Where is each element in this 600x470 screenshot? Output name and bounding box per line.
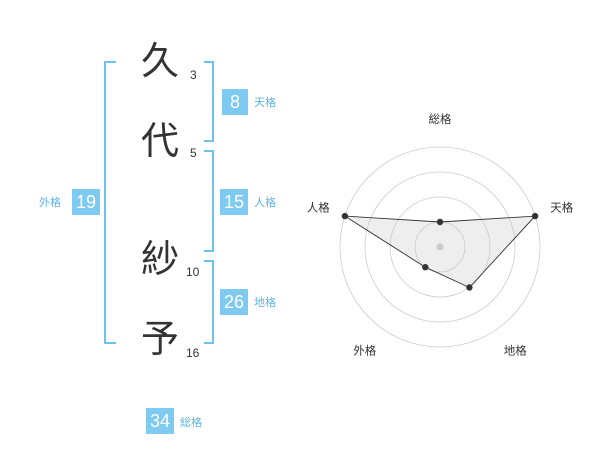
chikaku-value: 26 <box>220 289 248 315</box>
soukaku-label: 総格 <box>180 416 202 429</box>
tenkaku-value: 8 <box>222 89 248 115</box>
jinkaku-value: 15 <box>220 189 248 215</box>
chikaku-bracket <box>204 260 214 344</box>
radar-polygon <box>344 215 537 289</box>
gaikaku-bracket <box>104 61 116 344</box>
stroke-count-1: 3 <box>190 68 197 82</box>
stroke-count-3: 10 <box>186 265 200 279</box>
chikaku-label: 地格 <box>254 296 276 309</box>
jinkaku-bracket <box>204 150 214 252</box>
name-char-3: 紗 <box>141 237 180 281</box>
radar-point-5 <box>341 212 349 220</box>
name-char-4: 予 <box>141 317 180 361</box>
gaikaku-label: 外格 <box>39 196 61 209</box>
radar-axis-label-5: 人格 <box>307 200 330 214</box>
gaikaku-value: 19 <box>72 189 100 215</box>
stroke-count-2: 5 <box>190 146 197 160</box>
radar-ring-2 <box>389 196 491 298</box>
radar-center-dot <box>436 243 444 251</box>
stroke-count-4: 16 <box>186 346 200 360</box>
radar-point-4 <box>422 264 429 271</box>
radar-axis-label-3: 地格 <box>504 344 527 358</box>
radar-point-1 <box>436 218 444 226</box>
tenkaku-label: 天格 <box>254 96 276 109</box>
radar-point-3 <box>466 284 473 291</box>
radar-ring-3 <box>364 171 516 323</box>
radar-ring-4 <box>339 146 541 348</box>
tenkaku-bracket <box>204 61 214 142</box>
radar-axis-label-2: 天格 <box>550 200 573 214</box>
radar-axis-label-4: 外格 <box>353 344 376 358</box>
name-char-1: 久 <box>141 39 180 83</box>
jinkaku-label: 人格 <box>254 196 276 209</box>
radar-axis-label-1: 総格 <box>429 112 452 126</box>
radar-point-2 <box>531 212 539 220</box>
soukaku-value: 34 <box>146 408 174 434</box>
name-char-2: 代 <box>141 119 180 163</box>
